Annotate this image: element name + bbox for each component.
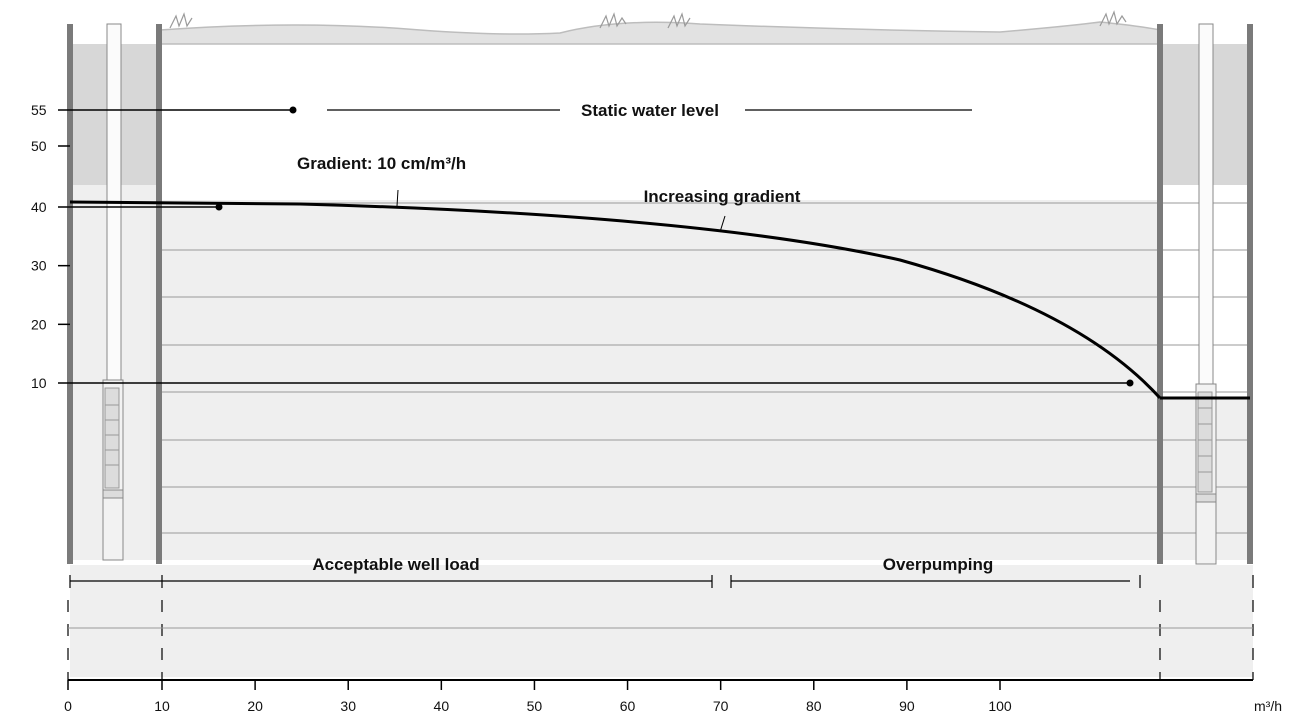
- x-tick-label: 90: [899, 698, 915, 714]
- y-axis-ticks: 55 50 40 30 20 10: [31, 102, 70, 391]
- level-lines: [69, 106, 1250, 400]
- y-tick-label: 30: [31, 258, 47, 274]
- x-tick-label: 70: [713, 698, 729, 714]
- x-unit-label: m³/h: [1254, 698, 1282, 714]
- dewatered-cone: [160, 110, 1160, 185]
- gradient-level-marker: [215, 203, 223, 211]
- axes: 55 50 40 30 20 10 0 10 20 30 40 50 60 70 80 90 100: [31, 102, 1253, 714]
- gradient-label: Gradient: 10 cm/m³/h: [297, 154, 466, 173]
- increasing-leader: [719, 215, 726, 233]
- range-brackets: [67, 575, 1254, 680]
- right-casing-inner: [1247, 24, 1253, 564]
- left-casing-inner: [156, 24, 162, 564]
- x-tick-label: 20: [247, 698, 263, 714]
- bottom-band: [70, 565, 1253, 677]
- drawdown-curve: [69, 200, 1162, 400]
- x-axis-ticks: 0 10 20 30 40 50 60 70 80 90 100: [64, 680, 1012, 714]
- x-tick-label: 50: [527, 698, 543, 714]
- left-casing-outer: [67, 24, 73, 564]
- x-tick-label: 0: [64, 698, 72, 714]
- grass-tufts: [169, 10, 1127, 29]
- y-tick-label: 10: [31, 375, 47, 391]
- gradient-leader: [396, 189, 399, 207]
- static-water-level-label: Static water level: [581, 101, 719, 120]
- well-casings: [67, 24, 1253, 564]
- x-tick-label: 30: [340, 698, 356, 714]
- pump-level-marker: [1126, 379, 1134, 387]
- overpumping-label: Overpumping: [883, 555, 994, 574]
- y-tick-label: 20: [31, 316, 47, 332]
- x-tick-label: 40: [434, 698, 450, 714]
- increasing-gradient-label: Increasing gradient: [644, 187, 801, 206]
- right-pump: [1195, 23, 1217, 565]
- right-casing-outer: [1157, 24, 1163, 564]
- y-tick-label: 40: [31, 199, 47, 215]
- acceptable-load-label: Acceptable well load: [312, 555, 479, 574]
- x-tick-label: 80: [806, 698, 822, 714]
- grid-lines: [162, 202, 1250, 534]
- terrain-surface: [159, 21, 1161, 45]
- diagram-labels: Static water level Gradient: 10 cm/m³/h …: [297, 101, 1282, 714]
- static-level-marker: [289, 106, 297, 114]
- x-tick-label: 10: [154, 698, 170, 714]
- aquifer-water: [70, 185, 1160, 560]
- y-tick-label: 50: [31, 138, 47, 154]
- x-tick-label: 60: [620, 698, 636, 714]
- y-tick-label: 55: [31, 102, 47, 118]
- x-tick-label: 100: [988, 698, 1012, 714]
